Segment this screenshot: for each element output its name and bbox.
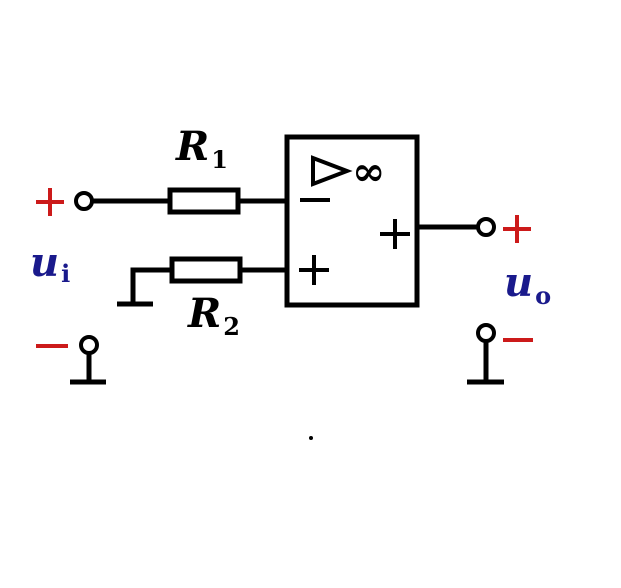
output-terminal-top — [476, 217, 496, 237]
input-terminal-top — [74, 191, 94, 211]
label-output-voltage: uo — [504, 259, 551, 310]
output-terminal-bottom — [476, 323, 496, 343]
opamp-output-sign — [380, 219, 410, 249]
label-r1: R1 — [175, 123, 228, 174]
resistor-r2 — [169, 256, 243, 284]
output-plus-sign — [503, 215, 531, 243]
stray-dot — [309, 436, 313, 440]
opamp-triangle-icon — [311, 155, 353, 187]
opamp-box — [284, 134, 420, 308]
input-terminal-bottom — [79, 335, 99, 355]
label-r2: R2 — [187, 290, 240, 341]
resistor-r1 — [167, 187, 241, 215]
input-plus-sign — [36, 188, 64, 216]
opamp-gain-symbol: ∞ — [352, 148, 385, 195]
opamp-noninverting-sign — [299, 255, 329, 285]
wire-r2-ground-path — [130, 267, 172, 304]
label-input-voltage: ui — [30, 239, 70, 288]
